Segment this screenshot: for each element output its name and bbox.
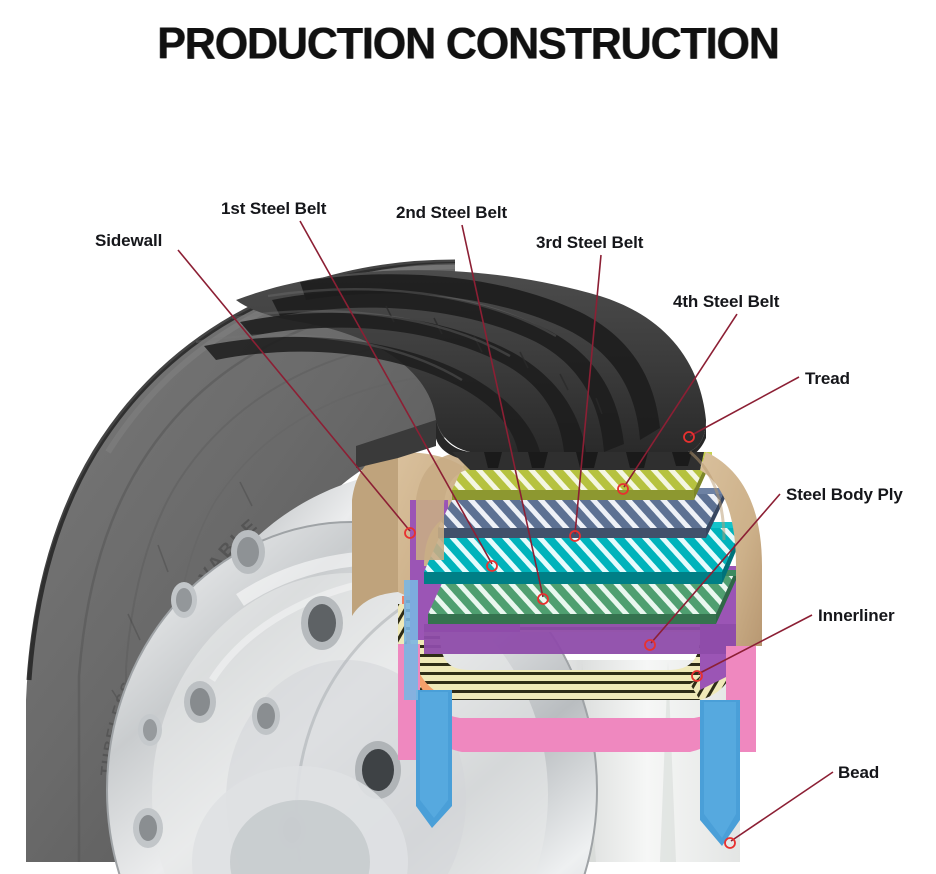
label-3rd-steel-belt: 3rd Steel Belt: [536, 233, 644, 252]
belt-package: [416, 452, 762, 646]
label-innerliner: Innerliner: [818, 606, 895, 625]
label-4th-steel-belt: 4th Steel Belt: [673, 292, 780, 311]
label-steel-body-ply: Steel Body Ply: [786, 485, 903, 504]
label-2nd-steel-belt: 2nd Steel Belt: [396, 203, 508, 222]
label-sidewall: Sidewall: [95, 231, 163, 250]
label-1st-steel-belt: 1st Steel Belt: [221, 199, 327, 218]
innerliner-layer: [404, 652, 746, 752]
label-tread: Tread: [805, 369, 850, 388]
label-bead: Bead: [838, 763, 880, 782]
page-title: PRODUCTION CONSTRUCTION: [157, 18, 780, 68]
